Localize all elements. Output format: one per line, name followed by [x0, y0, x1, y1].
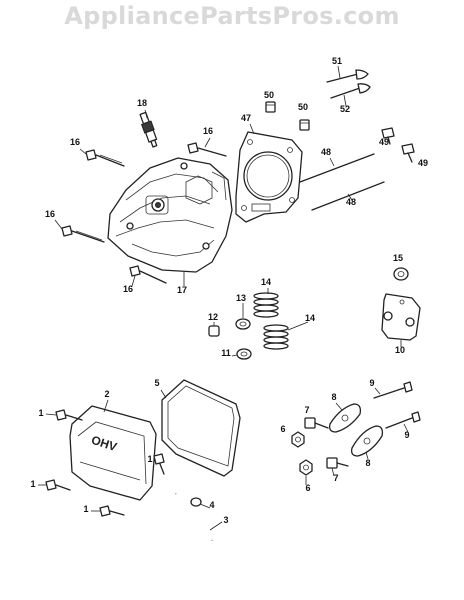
rocker-pivot-bolt[interactable]	[304, 417, 349, 469]
callout-6: 6	[305, 483, 310, 493]
rocker-arm[interactable]	[328, 403, 384, 457]
callout-50: 50	[264, 90, 274, 100]
callout-16: 16	[70, 137, 80, 147]
cover-bolt[interactable]	[45, 409, 165, 517]
cylinder-head-bolt[interactable]	[85, 149, 125, 167]
breather-tube[interactable]	[174, 493, 214, 541]
callout-48: 48	[346, 197, 356, 207]
callout-18: 18	[137, 98, 147, 108]
callout-13: 13	[236, 293, 246, 303]
valve-spring[interactable]	[253, 292, 289, 350]
exhaust-valve[interactable]	[330, 83, 371, 99]
push-rod[interactable]	[299, 153, 385, 211]
callout-48: 48	[321, 147, 331, 157]
callout-1: 1	[83, 504, 88, 514]
callout-8: 8	[331, 392, 336, 402]
callout-51: 51	[332, 56, 342, 66]
rocker-cover[interactable]: OHV	[69, 405, 157, 501]
callout-1: 1	[38, 408, 43, 418]
callout-5: 5	[154, 378, 159, 388]
callout-52: 52	[340, 104, 350, 114]
push-rod-guide-washer[interactable]	[393, 267, 409, 281]
callout-10: 10	[395, 345, 405, 355]
callout-3: 3	[223, 515, 228, 525]
rocker-nut[interactable]	[291, 431, 313, 476]
cylinder-head-bolt[interactable]	[61, 225, 105, 243]
callout-50: 50	[298, 102, 308, 112]
callout-1: 1	[30, 479, 35, 489]
callout-16: 16	[45, 209, 55, 219]
tube-clamp[interactable]	[190, 497, 202, 507]
callout-6: 6	[280, 424, 285, 434]
callout-14: 14	[261, 277, 271, 287]
head-gasket[interactable]	[235, 131, 303, 223]
valve-cap[interactable]	[265, 101, 310, 131]
callout-8: 8	[365, 458, 370, 468]
callout-15: 15	[393, 253, 403, 263]
spark-plug[interactable]	[138, 111, 159, 148]
rocker-cover-gasket[interactable]	[161, 379, 241, 477]
valve-keeper[interactable]	[236, 348, 252, 360]
callout-16: 16	[203, 126, 213, 136]
pivot-stud[interactable]	[373, 381, 421, 429]
cylinder-head-bolt[interactable]	[187, 142, 227, 157]
callout-9: 9	[369, 378, 374, 388]
watermark: AppliancePartsPros.com	[64, 2, 400, 30]
intake-valve[interactable]	[326, 69, 369, 83]
callout-16: 16	[123, 284, 133, 294]
callout-49: 49	[418, 158, 428, 168]
callout-11: 11	[221, 348, 231, 358]
callout-14: 14	[305, 313, 315, 323]
callout-7: 7	[333, 473, 338, 483]
callout-2: 2	[104, 389, 109, 399]
callout-7: 7	[304, 405, 309, 415]
cylinder-head-bolt[interactable]	[129, 265, 167, 284]
spring-retainer[interactable]	[235, 318, 251, 330]
valve-seal[interactable]	[208, 322, 220, 337]
callout-17: 17	[177, 285, 187, 295]
callout-49: 49	[379, 137, 389, 147]
callout-47: 47	[241, 113, 251, 123]
push-rod-guide-plate[interactable]	[381, 293, 421, 341]
callout-4: 4	[209, 500, 214, 510]
callout-9: 9	[404, 430, 409, 440]
valve-tappet[interactable]	[381, 127, 415, 163]
callout-12: 12	[208, 312, 218, 322]
callout-1: 1	[147, 454, 152, 464]
cylinder-head[interactable]	[107, 157, 233, 273]
